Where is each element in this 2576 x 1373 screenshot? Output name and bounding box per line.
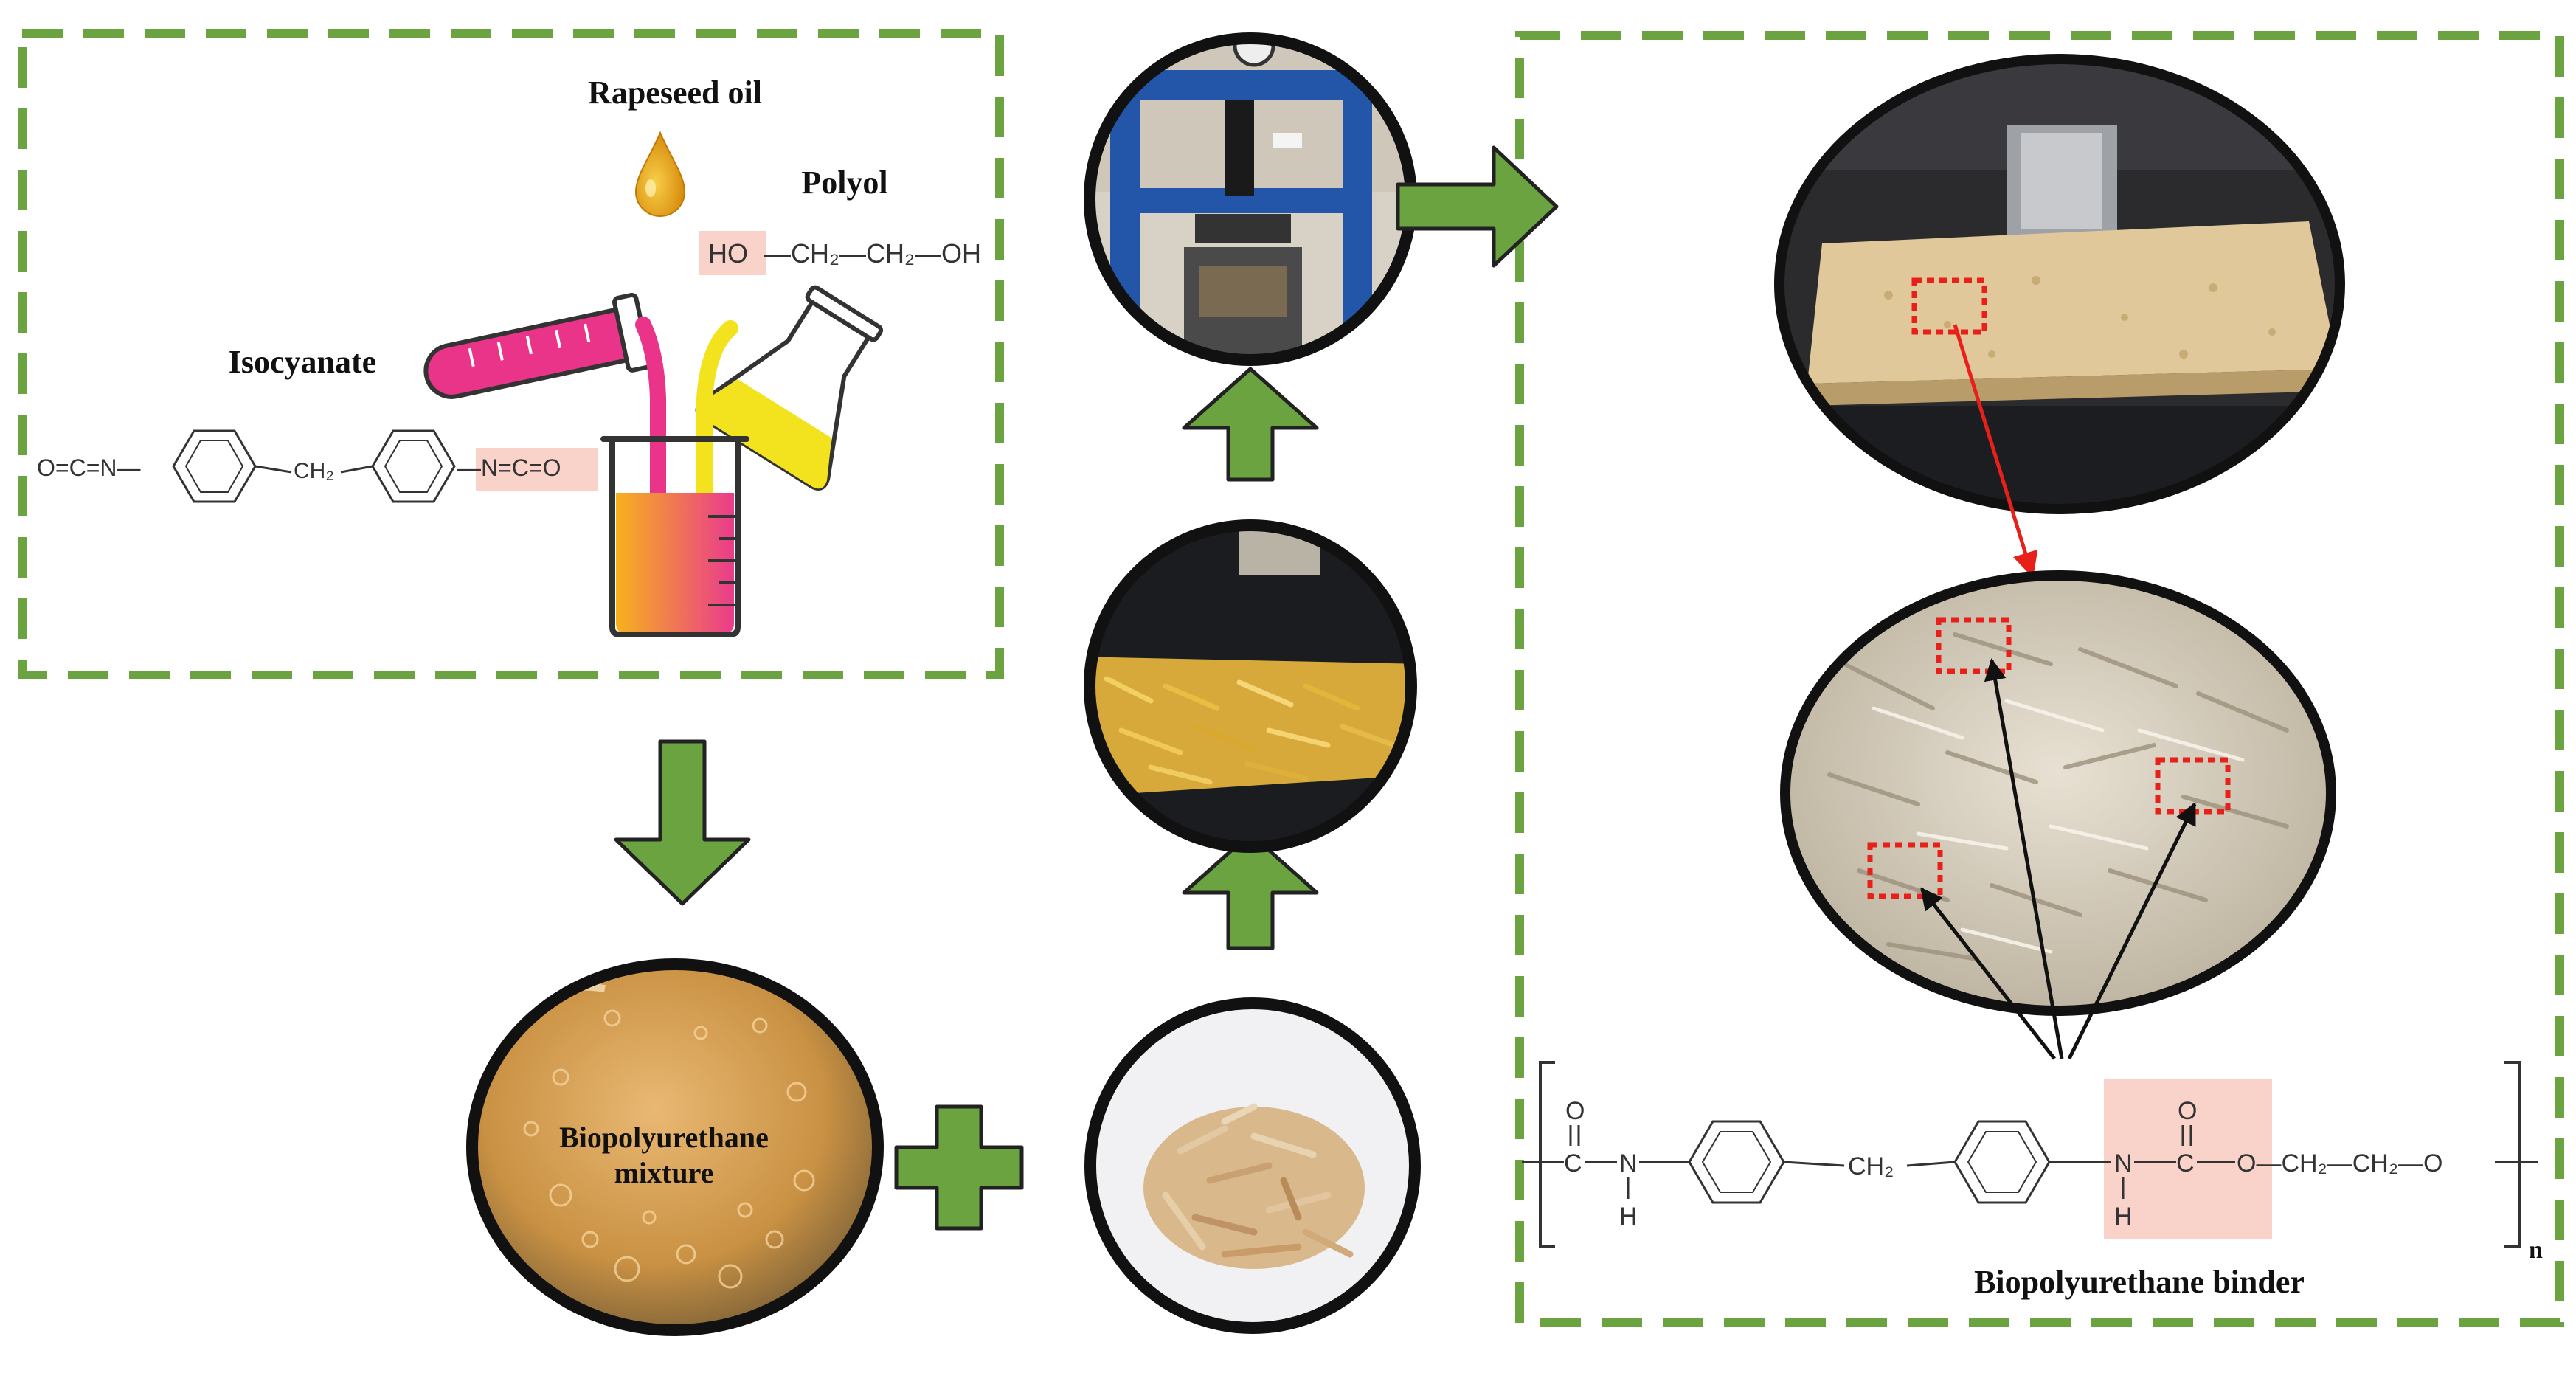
synthesis-frame [18, 29, 1004, 679]
flask-icon [695, 285, 884, 491]
binder-pointer-arrows [1920, 658, 2197, 1060]
polyol-ho-text: HO [708, 238, 748, 269]
rapeseed-oil-label: Rapeseed oil [588, 75, 762, 111]
beaker-icon [600, 436, 749, 637]
binder-ring-1-inner [1701, 1131, 1772, 1193]
arrow-down [614, 739, 751, 906]
bond [1906, 1161, 1956, 1167]
binder-c1: C [1564, 1149, 1582, 1177]
urethane-highlight [2104, 1079, 2272, 1239]
product-frame [1515, 31, 2564, 1327]
binder-ring-1 [1688, 1120, 1785, 1204]
isocyanate-nco-highlight [476, 448, 598, 491]
binder-label: Biopolyurethane binder [1974, 1264, 2305, 1300]
fiber-mat-photo [1084, 519, 1417, 853]
isocyanate-ch2: CH₂ [294, 459, 334, 483]
binder-o2: O [2178, 1097, 2197, 1125]
binder-h2: H [2114, 1203, 2133, 1231]
isocyanate-ring-2-inner [384, 440, 443, 493]
binder-spot-box-3 [1867, 842, 1943, 899]
left-bracket [1539, 1061, 1555, 1248]
hydraulic-press-photo [1084, 32, 1417, 366]
particleboard-photo [1774, 54, 2345, 514]
arrow-up-lower [1182, 831, 1319, 950]
isocyanate-ring-1-inner [184, 440, 244, 493]
sample-region-box [1911, 277, 1987, 335]
binder-n2: N [2114, 1149, 2133, 1177]
polyol-ho-highlight [699, 231, 766, 275]
binder-tail: O—CH₂—CH₂—O [2237, 1149, 2443, 1177]
pointer-arrow-1 [1984, 658, 2064, 1059]
biopolyurethane-mixture-photo [466, 958, 884, 1336]
repeat-unit-n: n [2529, 1237, 2543, 1264]
binder-n1: N [1619, 1149, 1638, 1177]
isocyanate-right-group: —N=C=O [457, 454, 561, 481]
arrow-up-upper [1182, 367, 1319, 482]
test-tube-icon [423, 292, 652, 399]
pointer-arrow-3 [1920, 887, 2056, 1060]
isocyanate-label: Isocyanate [229, 344, 376, 380]
binder-structure: O C N H CH₂ N H O C O—CH₂—CH₂—O n [1522, 1061, 2543, 1264]
oil-drop-highlight [645, 179, 656, 197]
isocyanate-left-group: O=C=N— [37, 454, 140, 481]
right-bracket [2504, 1061, 2521, 1248]
binder-ch2: CH₂ [1848, 1152, 1894, 1180]
pointer-arrow-2 [2067, 802, 2197, 1060]
microstructure-zoom-photo [1780, 570, 2336, 1016]
isocyanate-pour-stream [635, 317, 666, 510]
polyol-chain-text: —CH₂—CH₂—OH [764, 238, 981, 269]
biopu-mixture-label-2: mixture [614, 1156, 714, 1189]
binder-ring-2-inner [1967, 1131, 2037, 1193]
wood-chips-photo [1084, 997, 1421, 1334]
plus-icon [894, 1104, 1024, 1231]
polyol-label: Polyol [801, 165, 887, 201]
binder-spot-box-1 [1936, 617, 2012, 674]
bond [1783, 1161, 1845, 1167]
zoom-arrow [1953, 324, 2038, 578]
polyol-pour-stream [696, 320, 738, 517]
binder-ring-2 [1953, 1120, 2051, 1204]
bond [340, 465, 373, 474]
bond [255, 465, 292, 474]
binder-h1: H [1619, 1203, 1638, 1231]
binder-o1: O [1565, 1097, 1585, 1125]
arrow-right [1396, 145, 1559, 268]
binder-c2: C [2176, 1149, 2195, 1177]
oil-drop-icon [634, 131, 686, 217]
biopu-mixture-label-1: Biopolyurethane [559, 1121, 769, 1154]
isocyanate-ring-2 [371, 429, 456, 503]
isocyanate-structure: O=C=N— CH₂ —N=C=O [37, 429, 598, 503]
